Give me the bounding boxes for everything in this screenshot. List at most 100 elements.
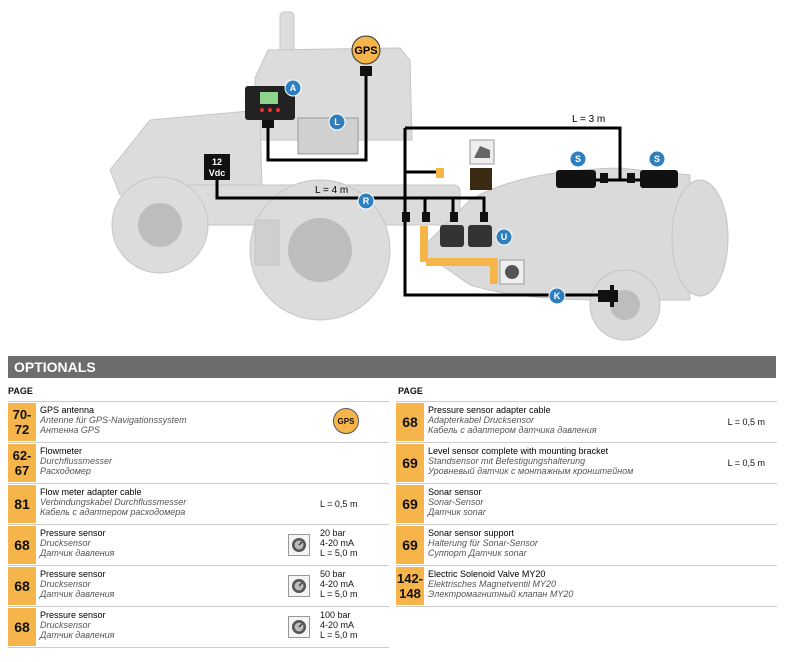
control-terminal xyxy=(245,86,295,128)
item-name-de: Durchflussmesser xyxy=(40,456,113,466)
item-name-en: Pressure sensor xyxy=(40,610,106,620)
item-name-ru: Кабель с адаптером расходомера xyxy=(40,507,186,517)
tractor-illustration xyxy=(109,11,461,321)
item-name-de: Drucksensor xyxy=(40,620,91,630)
power-supply-box: 12 Vdc xyxy=(204,154,230,180)
item-name-ru: Антенна GPS xyxy=(40,425,100,435)
ecu-box xyxy=(297,117,359,155)
optional-row: 69 Level sensor complete with mounting br… xyxy=(396,443,777,484)
svg-text:K: K xyxy=(554,291,561,301)
item-name-de: Antenne für GPS-Navigationssystem xyxy=(40,415,187,425)
item-name-en: Sonar sensor support xyxy=(428,528,515,538)
page-number: 68 xyxy=(396,403,424,441)
sprayer-illustration xyxy=(419,167,729,341)
item-name-de: Drucksensor xyxy=(40,579,91,589)
item-name-en: Sonar sensor xyxy=(428,487,482,497)
item-name-de: Elektrisches Magnetventil MY20 xyxy=(428,579,557,589)
item-cable-length: L = 0,5 m xyxy=(727,458,765,468)
level-sensor-bracket xyxy=(426,258,498,266)
gauge-icon xyxy=(288,575,310,597)
item-name-en: GPS antenna xyxy=(40,405,95,415)
page-number: 69 xyxy=(396,485,424,523)
page-number: 68 xyxy=(8,567,36,605)
item-name-de: Drucksensor xyxy=(40,538,91,548)
item-name-de: Verbindungskabel Durchflussmesser xyxy=(40,497,187,507)
flowmeter xyxy=(470,168,492,190)
svg-text:S: S xyxy=(575,154,581,164)
system-diagram: GPS 12 Vdc L = 4 m L = 3 m A L R S S U K xyxy=(109,11,729,341)
marker-a: A xyxy=(284,79,302,97)
item-name-ru: Датчик давления xyxy=(40,630,115,640)
page-column-header-left: PAGE xyxy=(8,386,33,396)
page-number: 68 xyxy=(8,608,36,646)
spec-line: 4-20 mA xyxy=(320,538,355,548)
item-name-ru: Электромагнитный клапан MY20 xyxy=(428,589,574,599)
spec-line: 20 bar xyxy=(320,528,346,538)
spec-line: L = 5,0 m xyxy=(320,589,358,599)
page-number: 69 xyxy=(396,444,424,482)
svg-text:R: R xyxy=(363,196,370,206)
item-name-en: Level sensor complete with mounting brac… xyxy=(428,446,609,456)
boom-connector xyxy=(598,285,618,307)
spec-line: 4-20 mA xyxy=(320,579,355,589)
cable-length-3m: L = 3 m xyxy=(572,114,605,125)
item-name-en: Electric Solenoid Valve MY20 xyxy=(428,569,546,579)
cable-length-4m: L = 4 m xyxy=(315,185,348,196)
item-name-ru: Суппорт Датчик sonar xyxy=(428,548,527,558)
page-number: 62- 67 xyxy=(8,444,36,482)
item-name-ru: Расходомер xyxy=(40,466,91,476)
item-cable-length: L = 0,5 m xyxy=(727,417,765,427)
page-number: 81 xyxy=(8,485,36,523)
item-name-de: Halterung für Sonar-Sensor xyxy=(428,538,538,548)
item-name-en: Flow meter adapter cable xyxy=(40,487,142,497)
item-name-ru: Датчик давления xyxy=(40,589,115,599)
optionals-header: OPTIONALS xyxy=(8,356,776,378)
marker-s-left: S xyxy=(569,150,587,168)
marker-l: L xyxy=(328,113,346,131)
svg-text:Vdc: Vdc xyxy=(209,168,226,178)
spec-line: L = 5,0 m xyxy=(320,548,358,558)
sonar-sensor-left xyxy=(556,170,596,188)
svg-text:12: 12 xyxy=(212,157,222,167)
item-name-de: Adapterkabel Drucksensor xyxy=(428,415,535,425)
item-name-de: Sonar-Sensor xyxy=(428,497,484,507)
spec-line: L = 5,0 m xyxy=(320,630,358,640)
item-name-en: Pressure sensor xyxy=(40,569,106,579)
page-number: 68 xyxy=(8,526,36,564)
item-name-ru: Кабель с адаптером датчика давления xyxy=(428,425,597,435)
gauge-icon xyxy=(288,534,310,556)
gps-antenna-badge: GPS xyxy=(351,35,381,65)
page-number: 142- 148 xyxy=(396,567,424,605)
svg-text:S: S xyxy=(654,154,660,164)
item-name-de: Standsensor mit Befestigungshalterung xyxy=(428,456,586,466)
item-description: Level sensor complete with mounting brac… xyxy=(428,446,668,476)
svg-text:A: A xyxy=(290,83,297,93)
gps-icon: GPS xyxy=(333,408,359,434)
solenoid-valves xyxy=(440,225,492,247)
item-name-ru: Датчик sonar xyxy=(428,507,486,517)
sonar-sensor-right xyxy=(640,170,678,188)
item-name-en: Flowmeter xyxy=(40,446,83,456)
page-number: 69 xyxy=(396,526,424,564)
marker-u: U xyxy=(495,228,513,246)
item-name-en: Pressure sensor adapter cable xyxy=(428,405,551,415)
